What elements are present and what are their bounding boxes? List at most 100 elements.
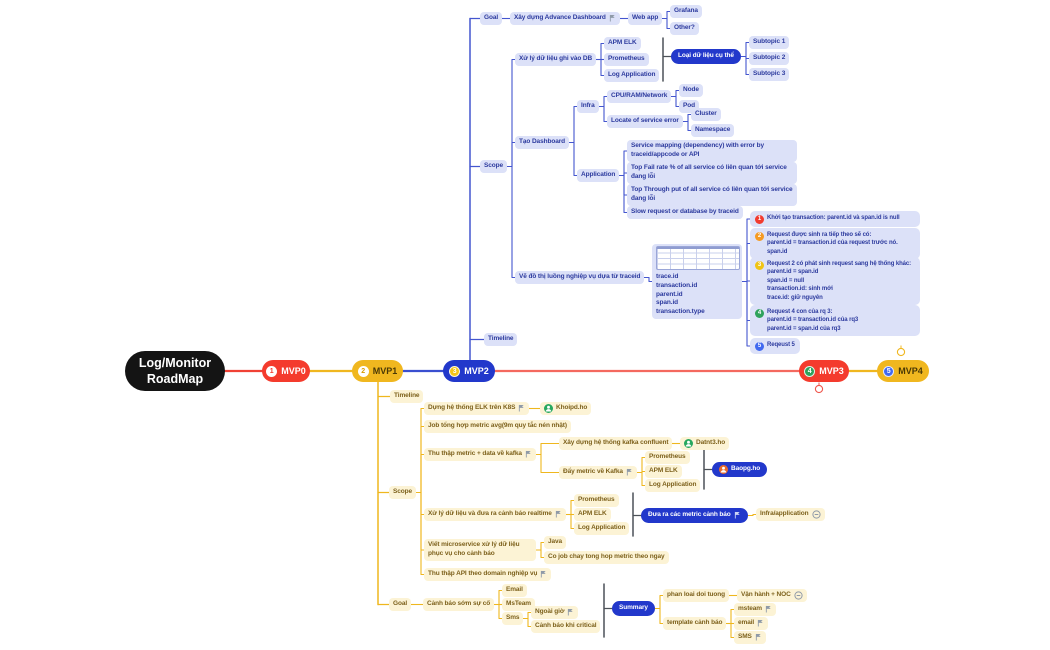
node-t-email[interactable]: email — [734, 617, 769, 630]
root-topic[interactable]: Log/Monitor RoadMap — [125, 351, 225, 391]
node-locate[interactable]: Locate of service error — [607, 115, 683, 128]
node-label: Email — [506, 586, 523, 593]
node-label: Khoipd.ho — [556, 404, 588, 412]
flag-icon — [541, 571, 547, 578]
root-title-line2: RoadMap — [146, 372, 204, 386]
node-loai-du-lieu[interactable]: Loại dữ liệu cụ thể — [671, 49, 741, 64]
node-api-domain[interactable]: Thu thập API theo domain nghiệp vụ — [424, 568, 552, 581]
node-cluster[interactable]: Cluster — [691, 108, 721, 121]
node-van-hanh[interactable]: Vận hành + NOC — [737, 589, 807, 602]
node-thu-thap-kafka[interactable]: Thu thập metric + data về kafka — [424, 448, 536, 461]
node-ve-do-thi[interactable]: Vẽ đồ thị luồng nghiệp vụ dựa từ traceid — [515, 271, 645, 284]
node-baopg[interactable]: Baopg.ho — [712, 462, 768, 477]
node-grafana[interactable]: Grafana — [670, 5, 702, 18]
node-label: Scope — [393, 488, 413, 495]
node-email-1[interactable]: Email — [502, 584, 527, 597]
node-msteam-1[interactable]: MsTeam — [502, 598, 535, 611]
node-namespace[interactable]: Namespace — [691, 124, 735, 137]
node-kafka-confluent[interactable]: Xây dựng hệ thống kafka confluent — [559, 437, 673, 450]
node-label: trace.id transaction.id parent.id span.i… — [656, 273, 705, 316]
node-node[interactable]: Node — [679, 84, 703, 97]
node-label: Goal — [393, 600, 408, 607]
node-r-prom[interactable]: Prometheus — [574, 494, 619, 507]
node-summary[interactable]: Summary — [612, 601, 655, 616]
node-k-apm[interactable]: APM ELK — [645, 465, 682, 478]
node-web-app[interactable]: Web app — [628, 12, 663, 25]
node-other[interactable]: Other? — [670, 22, 699, 35]
node-apm-elk-1[interactable]: APM ELK — [604, 37, 641, 50]
node-co-job[interactable]: Co job chay tong hop metric theo ngay — [544, 551, 669, 564]
node-label: template cảnh báo — [667, 619, 723, 626]
node-ngoai-gio[interactable]: Ngoài giờ — [531, 606, 579, 619]
node-phan-loai[interactable]: phan loai doi tuong — [663, 589, 730, 602]
node-r-apm[interactable]: APM ELK — [574, 508, 611, 521]
node-java[interactable]: Java — [544, 536, 567, 549]
node-day-metric[interactable]: Đẩy metric về Kafka — [559, 466, 637, 479]
node-adv-dash[interactable]: Xây dựng Advance Dashboard — [510, 12, 620, 25]
node-label: Request được sinh ra tiếp theo sẽ có: pa… — [767, 232, 898, 255]
node-k-log[interactable]: Log Application — [645, 479, 701, 492]
node-prom-1[interactable]: Prometheus — [604, 53, 649, 66]
node-label: Xây dựng Advance Dashboard — [514, 14, 606, 21]
node-svc-map[interactable]: Service mapping (dependency) with error … — [627, 140, 797, 162]
node-timeline-1[interactable]: Timeline — [390, 390, 424, 403]
priority-5-icon: 5 — [883, 365, 895, 377]
node-label: Goal — [484, 14, 499, 21]
node-sub-2[interactable]: Subtopic 2 — [749, 52, 790, 65]
node-t-msteam[interactable]: msteam — [734, 603, 776, 616]
node-label: Reqeust 5 — [767, 342, 795, 348]
node-label: Service mapping (dependency) with error … — [631, 142, 765, 158]
node-trace-node[interactable]: trace.id transaction.id parent.id span.i… — [652, 244, 742, 319]
node-label: Loại dữ liệu cụ thể — [678, 52, 734, 59]
node-canh-bao-som[interactable]: Cảnh báo sớm sự cố — [423, 598, 495, 611]
node-infra[interactable]: Infra — [577, 100, 599, 113]
node-sub-3[interactable]: Subtopic 3 — [749, 68, 790, 81]
node-k-prom[interactable]: Prometheus — [645, 451, 690, 464]
node-realtime[interactable]: Xử lý dữ liệu và đưa ra cảnh báo realtim… — [424, 508, 566, 521]
milestone-label: MVP2 — [464, 366, 489, 376]
node-job-metric[interactable]: Job tổng hợp metric avg(9m quy tắc nén n… — [424, 420, 571, 433]
node-r-log[interactable]: Log Application — [574, 522, 630, 535]
node-fail-rate[interactable]: Top Fail rate % of all service có liên q… — [627, 162, 797, 184]
node-label: CPU/RAM/Network — [611, 92, 668, 99]
node-t-sms[interactable]: SMS — [734, 631, 766, 644]
node-dua-ra[interactable]: Đưa ra các metric cảnh báo — [641, 508, 748, 523]
node-critical[interactable]: Cảnh báo khi critical — [531, 620, 601, 633]
node-scope-2[interactable]: Scope — [480, 160, 508, 173]
node-timeline-2[interactable]: Timeline — [484, 333, 518, 346]
node-goal-2[interactable]: Goal — [480, 12, 503, 25]
node-slow-req[interactable]: Slow request or database by traceid — [627, 206, 743, 219]
milestone-marker-icon — [896, 345, 906, 357]
node-sub-1[interactable]: Subtopic 1 — [749, 36, 790, 49]
node-scope-1[interactable]: Scope — [389, 486, 417, 499]
node-infra-app[interactable]: Infra/application — [756, 508, 825, 521]
node-goal-1[interactable]: Goal — [389, 598, 412, 611]
node-khoipd[interactable]: Khoipd.ho — [540, 402, 592, 415]
node-tao-dash[interactable]: Tạo Dashboard — [515, 136, 570, 149]
node-label: Other? — [674, 24, 695, 31]
node-template-cb[interactable]: template cảnh báo — [663, 617, 727, 630]
node-elk-k8s[interactable]: Dựng hệ thống ELK trên K8S — [424, 402, 530, 415]
node-application[interactable]: Application — [577, 169, 620, 182]
node-label: Cảnh báo khi critical — [535, 622, 597, 629]
node-logapp-1[interactable]: Log Application — [604, 69, 660, 82]
node-cpu[interactable]: CPU/RAM/Network — [607, 90, 672, 103]
node-label: Java — [548, 538, 563, 545]
node-xuly-db[interactable]: Xử lý dữ liệu ghi vào DB — [515, 53, 597, 66]
node-datnt3[interactable]: Datnt3.ho — [680, 437, 730, 450]
node-sms-1[interactable]: Sms — [502, 612, 524, 625]
flag-icon — [525, 451, 531, 458]
node-throughput[interactable]: Top Through put of all service có liên q… — [627, 184, 797, 206]
node-micro[interactable]: Viết microservice xử lý dữ liệu phục vụ … — [424, 539, 536, 561]
